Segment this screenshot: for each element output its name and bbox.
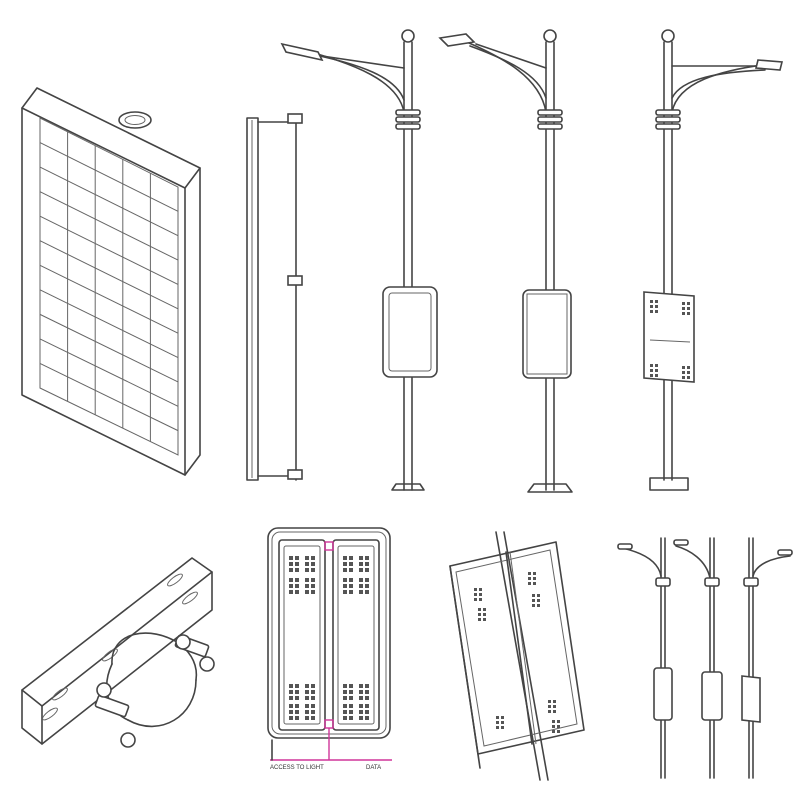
street-light-rear-screen — [643, 29, 784, 491]
street-light-angled-screen — [438, 29, 573, 493]
screen-back-left-column — [278, 539, 326, 731]
wiring-label-data: DATA — [366, 765, 381, 771]
screen-rear-panel — [643, 291, 695, 383]
lamp-head — [754, 59, 784, 71]
screen-back-wiring-drawing: ACCESS TO LIGHT DATA — [267, 527, 392, 771]
led-screen — [522, 289, 572, 379]
lamp-head — [438, 33, 476, 47]
led-screen — [382, 286, 438, 378]
wiring-label-access: ACCESS TO LIGHT — [270, 765, 324, 771]
pole-clamp-bracket-drawing — [21, 557, 215, 748]
street-light-small-variants — [617, 537, 793, 779]
screen-perspective-drawing — [449, 531, 585, 781]
solar-cell-grid — [39, 131, 179, 442]
screen-back-right-column — [332, 539, 380, 731]
street-light-front-screen — [280, 29, 438, 491]
panel-side-frame-drawing — [246, 113, 303, 481]
lamp-head — [280, 42, 324, 62]
panel-mount-ring — [118, 111, 152, 129]
solar-panel-drawing — [21, 87, 201, 476]
